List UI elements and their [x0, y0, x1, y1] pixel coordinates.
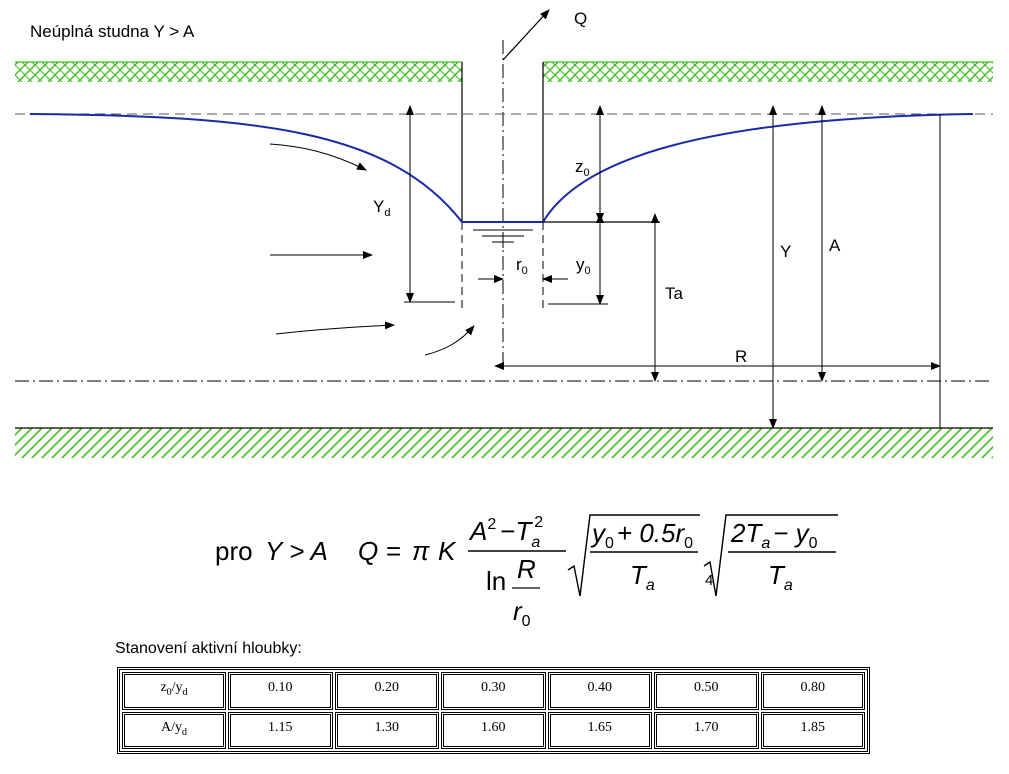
- svg-text:K: K: [438, 536, 457, 566]
- table-cell: 0.20: [334, 672, 439, 710]
- label-r0: r0: [516, 255, 528, 277]
- svg-text:A2−Ta2: A2−Ta2: [468, 514, 543, 551]
- active-depth-table: z0/yd 0.10 0.20 0.30 0.40 0.50 0.80 A/yd…: [117, 667, 870, 754]
- svg-text:r0: r0: [513, 596, 531, 630]
- table-cell: 0.50: [654, 672, 759, 710]
- flow-arrow-4: [424, 325, 475, 356]
- svg-text:y0+ 0.5r0: y0+ 0.5r0: [590, 518, 693, 552]
- discharge-arrow: [502, 9, 550, 61]
- table-cell: 1.85: [760, 711, 865, 749]
- row-header-a-yd: A/yd: [122, 711, 226, 749]
- table-cell: 1.60: [441, 711, 546, 749]
- svg-text:π: π: [412, 536, 430, 566]
- section-title: Stanovení aktivní hloubky:: [115, 640, 302, 657]
- label-y0: y0: [576, 255, 591, 277]
- table-cell: 0.10: [228, 672, 333, 710]
- table-cell: 1.15: [228, 711, 333, 749]
- svg-text:pro: pro: [215, 536, 253, 566]
- svg-text:Y > A: Y > A: [265, 536, 328, 566]
- svg-text:=: =: [386, 536, 401, 566]
- label-Q: Q: [574, 9, 587, 28]
- ground-top-left: [15, 62, 462, 82]
- flow-arrow-1: [269, 143, 367, 171]
- table-cell: 0.40: [547, 672, 652, 710]
- svg-text:Q: Q: [358, 536, 378, 566]
- well-diagram: Q Yd z0 y0 r0 Ta R Y A: [15, 9, 993, 630]
- label-Yd: Yd: [373, 197, 390, 219]
- impermeable-layer: [15, 428, 993, 458]
- table-cell: 1.65: [547, 711, 652, 749]
- table-cell: 1.70: [654, 711, 759, 749]
- table-cell: 1.30: [334, 711, 439, 749]
- table-cell: 0.80: [760, 672, 865, 710]
- ground-top-right: [543, 62, 993, 82]
- row-header-z0-yd: z0/yd: [122, 672, 226, 710]
- formula: pro Y > A Q = π K A2−Ta2 ln R r0 y0+ 0.5…: [215, 514, 838, 630]
- svg-text:ln: ln: [486, 566, 506, 596]
- label-A: A: [829, 236, 841, 255]
- table-cell: 0.30: [441, 672, 546, 710]
- svg-text:2Ta− y0: 2Ta− y0: [730, 518, 818, 552]
- diagram-title: Neúplná studna Y > A: [30, 22, 195, 41]
- label-R: R: [735, 347, 747, 366]
- flow-arrow-3: [275, 321, 395, 335]
- label-Y: Y: [780, 242, 791, 261]
- svg-text:4: 4: [705, 572, 713, 589]
- svg-text:R: R: [517, 554, 536, 584]
- table-row: z0/yd 0.10 0.20 0.30 0.40 0.50 0.80: [122, 672, 865, 710]
- label-z0: z0: [575, 157, 590, 179]
- table-row: A/yd 1.15 1.30 1.60 1.65 1.70 1.85: [122, 711, 865, 749]
- depression-curve: [29, 113, 974, 223]
- svg-text:Ta: Ta: [768, 560, 793, 594]
- label-Ta: Ta: [665, 284, 684, 303]
- svg-text:Ta: Ta: [630, 560, 655, 594]
